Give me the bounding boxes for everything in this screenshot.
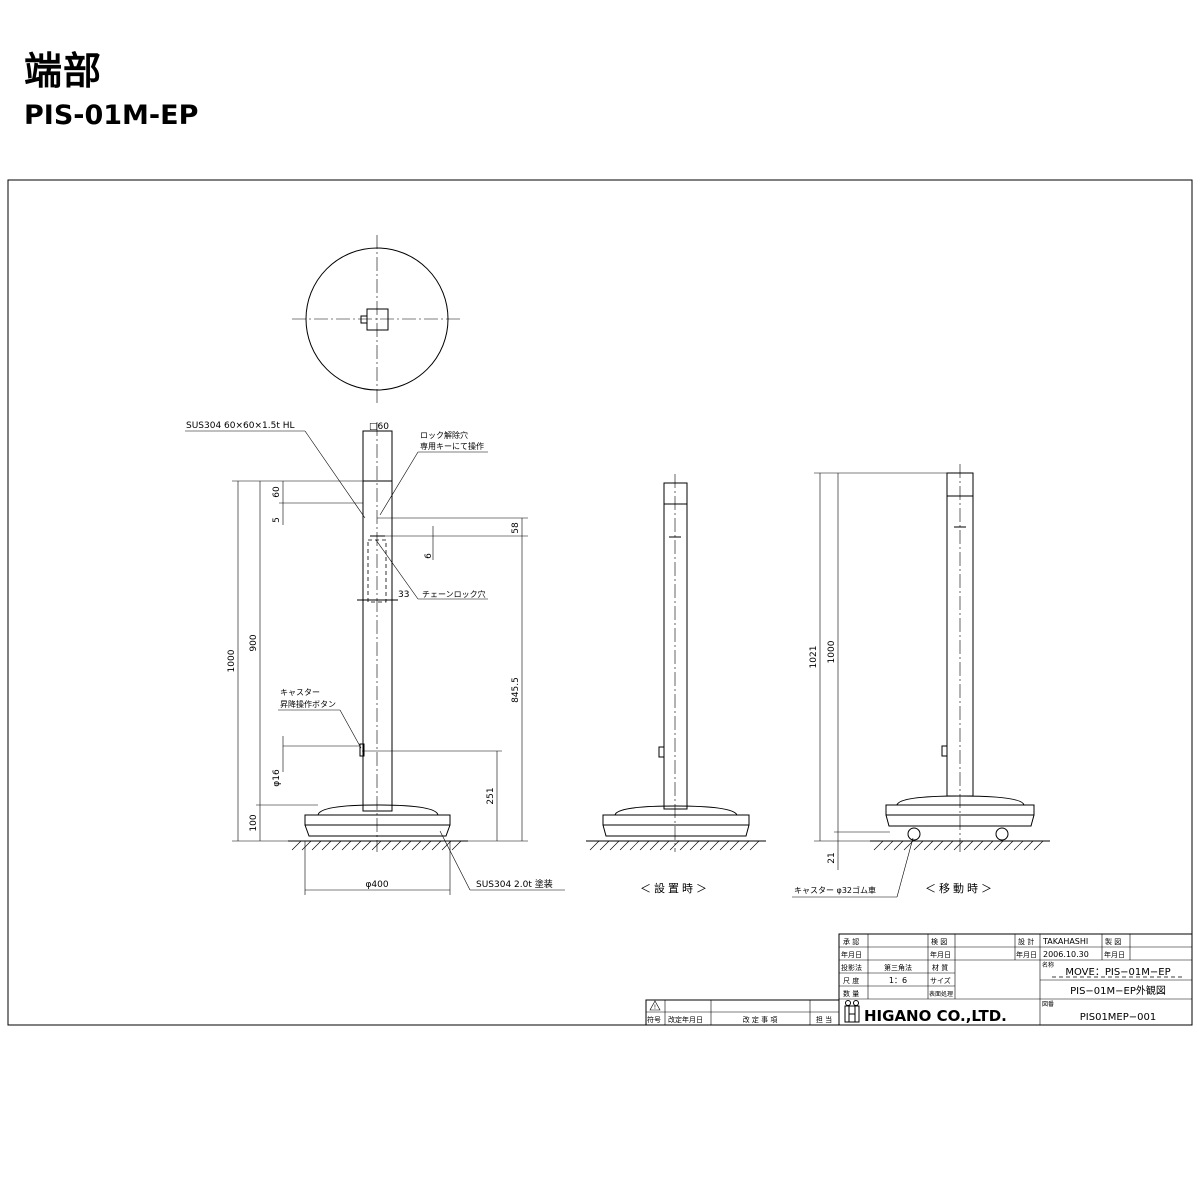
tb-date-label-4: 年月日 — [1104, 950, 1125, 959]
label-lock-hole-1: ロック解除穴 — [420, 430, 468, 440]
tb-drawing-no: PIS01MEP−001 — [1080, 1012, 1157, 1023]
dim-58: 58 — [511, 522, 521, 534]
tb-drawn: 製 図 — [1105, 937, 1121, 946]
tb-date-label-1: 年月日 — [841, 950, 862, 959]
label-lock-hole-2: 専用キーにて操作 — [420, 441, 484, 451]
tb-surface: 表面処理 — [929, 990, 953, 998]
dim-5: 5 — [272, 517, 282, 523]
dim-phi16: φ16 — [272, 769, 282, 787]
drawing-frame — [7, 179, 1193, 1026]
dim-21: 21 — [827, 852, 837, 863]
tb-drawing-no-label: 図番 — [1042, 1001, 1054, 1008]
side-view-installed: ＜設置時＞ — [586, 474, 766, 895]
dim-square-60: □60 — [369, 422, 389, 432]
dim-1000-left: 1000 — [227, 649, 237, 672]
tb-name-2: PIS−01M−EP外観図 — [1070, 984, 1166, 997]
top-view — [292, 235, 462, 403]
rev-content: 改 定 事 項 — [743, 1015, 778, 1024]
rev-date: 改定年月日 — [668, 1015, 703, 1024]
page-title: 端部 — [24, 49, 103, 93]
dim-60: 60 — [272, 486, 282, 498]
dim-251: 251 — [486, 787, 496, 804]
company-logo-icon — [844, 1000, 860, 1023]
dim-845-5: 845.5 — [511, 677, 521, 703]
tb-date: 2006.10.30 — [1043, 950, 1089, 959]
dim-100: 100 — [249, 814, 259, 831]
ground-hatch — [291, 840, 462, 851]
tb-material: 材 質 — [932, 963, 948, 972]
rev-person: 担 当 — [816, 1015, 832, 1024]
svg-text:!: ! — [654, 1004, 656, 1011]
tb-scale: 1：6 — [889, 976, 907, 985]
dim-1000-right: 1000 — [827, 640, 837, 663]
tb-size: サイズ — [930, 976, 951, 985]
tb-projection: 第三角法 — [884, 963, 912, 972]
tb-name-label: 名称 — [1042, 961, 1054, 969]
label-base-spec: SUS304 2.0t 塗装 — [476, 878, 553, 890]
tb-inspect: 検 図 — [931, 937, 947, 946]
label-caster-button-1: キャスター — [280, 688, 320, 697]
label-chain-lock-hole: チェーンロック穴 — [422, 589, 486, 599]
front-view: 1000 900 60 5 58 6 845.5 33 251 φ16 — [185, 421, 565, 895]
tb-projection-label: 投影法 — [841, 963, 862, 972]
tb-designer: TAKAHASHI — [1042, 937, 1088, 946]
tb-date-label-2: 年月日 — [930, 950, 951, 959]
tb-name-1: MOVE：PIS−01M−EP — [1065, 967, 1170, 978]
rev-symbol: 符号 — [647, 1015, 661, 1024]
tb-qty: 数 量 — [843, 989, 859, 998]
tb-approve: 承 認 — [843, 937, 859, 946]
dim-phi400: φ400 — [365, 880, 388, 890]
dim-33: 33 — [398, 590, 409, 600]
tb-date-label-3: 年月日 — [1016, 950, 1037, 959]
tb-design: 設 計 — [1018, 937, 1034, 946]
label-pipe-spec: SUS304 60×60×1.5t HL — [186, 421, 295, 431]
tb-company: HIGANO CO.,LTD. — [864, 1007, 1007, 1025]
title-block: ! 符号 改定年月日 改 定 事 項 担 当 承 認 検 図 設 計 TAKAH… — [645, 933, 1193, 1026]
side-view-moving: 1021 1000 21 キャスター φ32ゴム車 ＜移動時＞ — [792, 464, 1050, 898]
dim-1021: 1021 — [809, 646, 819, 669]
view-label-moving: ＜移動時＞ — [925, 881, 995, 895]
dim-900: 900 — [249, 634, 259, 651]
dim-6: 6 — [424, 553, 434, 559]
model-number: PIS-01M-EP — [24, 100, 199, 131]
label-caster-button-2: 昇降操作ボタン — [280, 699, 336, 709]
tb-scale-label: 尺 度 — [843, 976, 859, 985]
view-label-installed: ＜設置時＞ — [640, 881, 710, 895]
label-caster-spec: キャスター φ32ゴム車 — [794, 885, 876, 895]
